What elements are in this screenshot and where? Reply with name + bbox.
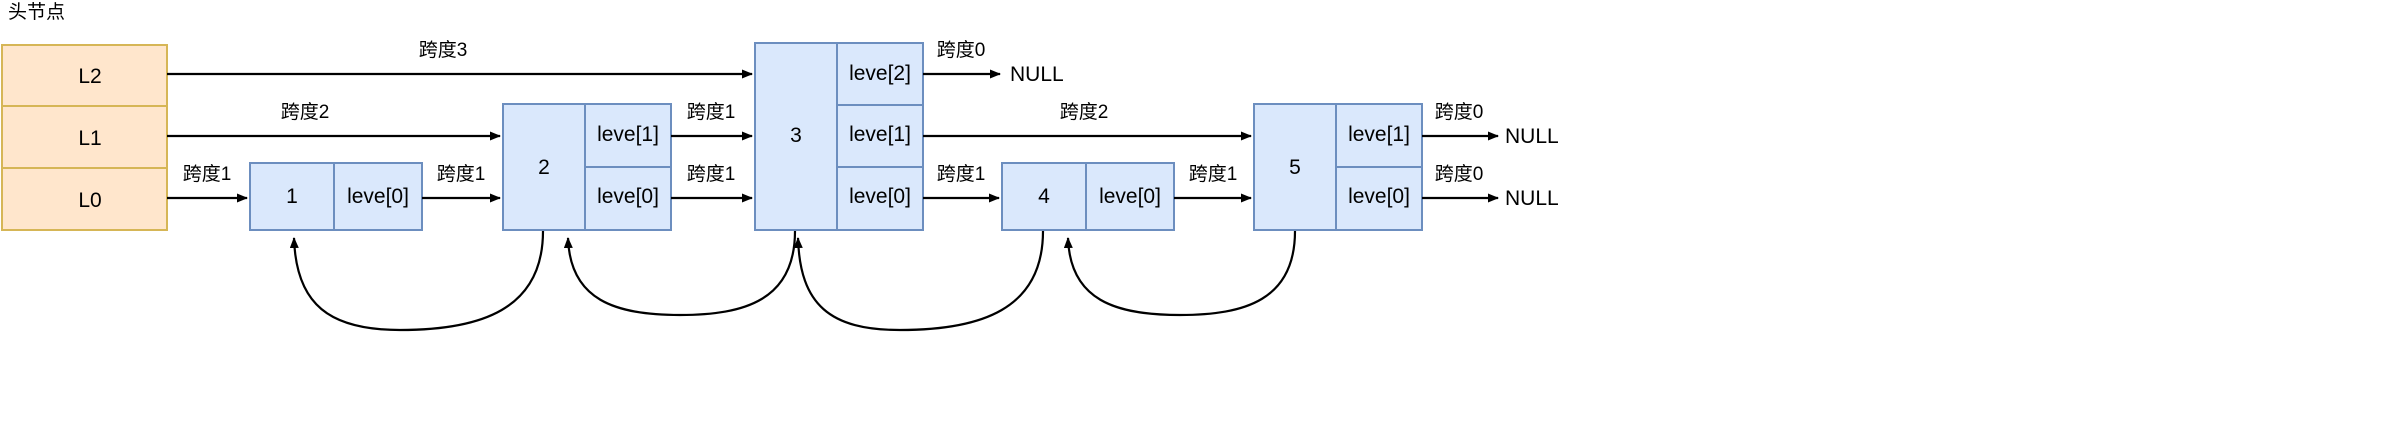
node-2-key: 2 xyxy=(538,156,550,179)
head-node-title: 头节点 xyxy=(8,1,65,23)
head-level-label-l1: L1 xyxy=(78,127,101,150)
span-label-node3-l2: 跨度0 xyxy=(937,39,986,61)
span-label-head-l2: 跨度3 xyxy=(419,39,468,61)
head-level-label-l2: L2 xyxy=(78,65,101,88)
node-1: 1 leve[0] xyxy=(249,162,423,231)
node-3-slot-level1: leve[1] xyxy=(849,123,911,146)
span-label-node2-l1: 跨度1 xyxy=(687,101,736,123)
node-2-slot-level0: leve[0] xyxy=(597,185,659,208)
backlink-node5-to-node4 xyxy=(1063,230,1297,317)
node-5-key: 5 xyxy=(1289,156,1301,179)
node-5-slot-level0: leve[0] xyxy=(1348,185,1410,208)
node-2-slot-level1: leve[1] xyxy=(597,123,659,146)
node-4-key: 4 xyxy=(1038,185,1050,208)
backlink-node4-to-node3 xyxy=(793,230,1045,332)
span-label-head-l0: 跨度1 xyxy=(183,163,232,185)
span-label-node5-l1: 跨度0 xyxy=(1435,101,1484,123)
span-label-node5-l0: 跨度0 xyxy=(1435,163,1484,185)
span-label-node4-l0: 跨度1 xyxy=(1189,163,1238,185)
null-terminator-level2: NULL xyxy=(1010,63,1064,86)
node-3: 3 leve[2] leve[1] leve[0] xyxy=(754,42,924,231)
node-2: 2 leve[1] leve[0] xyxy=(502,103,672,231)
node-4-box xyxy=(1001,162,1175,231)
node-1-key: 1 xyxy=(286,185,298,208)
span-label-node1-l0: 跨度1 xyxy=(437,163,486,185)
node-5: 5 leve[1] leve[0] xyxy=(1253,103,1423,231)
node-1-slot-level0: leve[0] xyxy=(347,185,409,208)
node-5-slot-level1: leve[1] xyxy=(1348,123,1410,146)
span-label-node3-l1: 跨度2 xyxy=(1060,101,1109,123)
head-node-box xyxy=(1,44,168,231)
head-level-label-l0: L0 xyxy=(78,189,101,212)
node-3-key: 3 xyxy=(790,124,802,147)
node-3-slot-level0: leve[0] xyxy=(849,185,911,208)
node-3-box xyxy=(754,42,924,231)
node-3-slot-level2: leve[2] xyxy=(849,62,911,85)
span-label-node2-l0: 跨度1 xyxy=(687,163,736,185)
span-label-head-l1: 跨度2 xyxy=(281,101,330,123)
null-terminator-level0: NULL xyxy=(1505,187,1559,210)
node-4: 4 leve[0] xyxy=(1001,162,1175,231)
backlink-node3-to-node2 xyxy=(563,230,797,317)
node-1-box xyxy=(249,162,423,231)
null-terminator-level1: NULL xyxy=(1505,125,1559,148)
backlink-node2-to-node1 xyxy=(289,230,545,332)
span-label-node3-l0: 跨度1 xyxy=(937,163,986,185)
head-node: L2 L1 L0 xyxy=(1,44,168,231)
node-4-slot-level0: leve[0] xyxy=(1099,185,1161,208)
